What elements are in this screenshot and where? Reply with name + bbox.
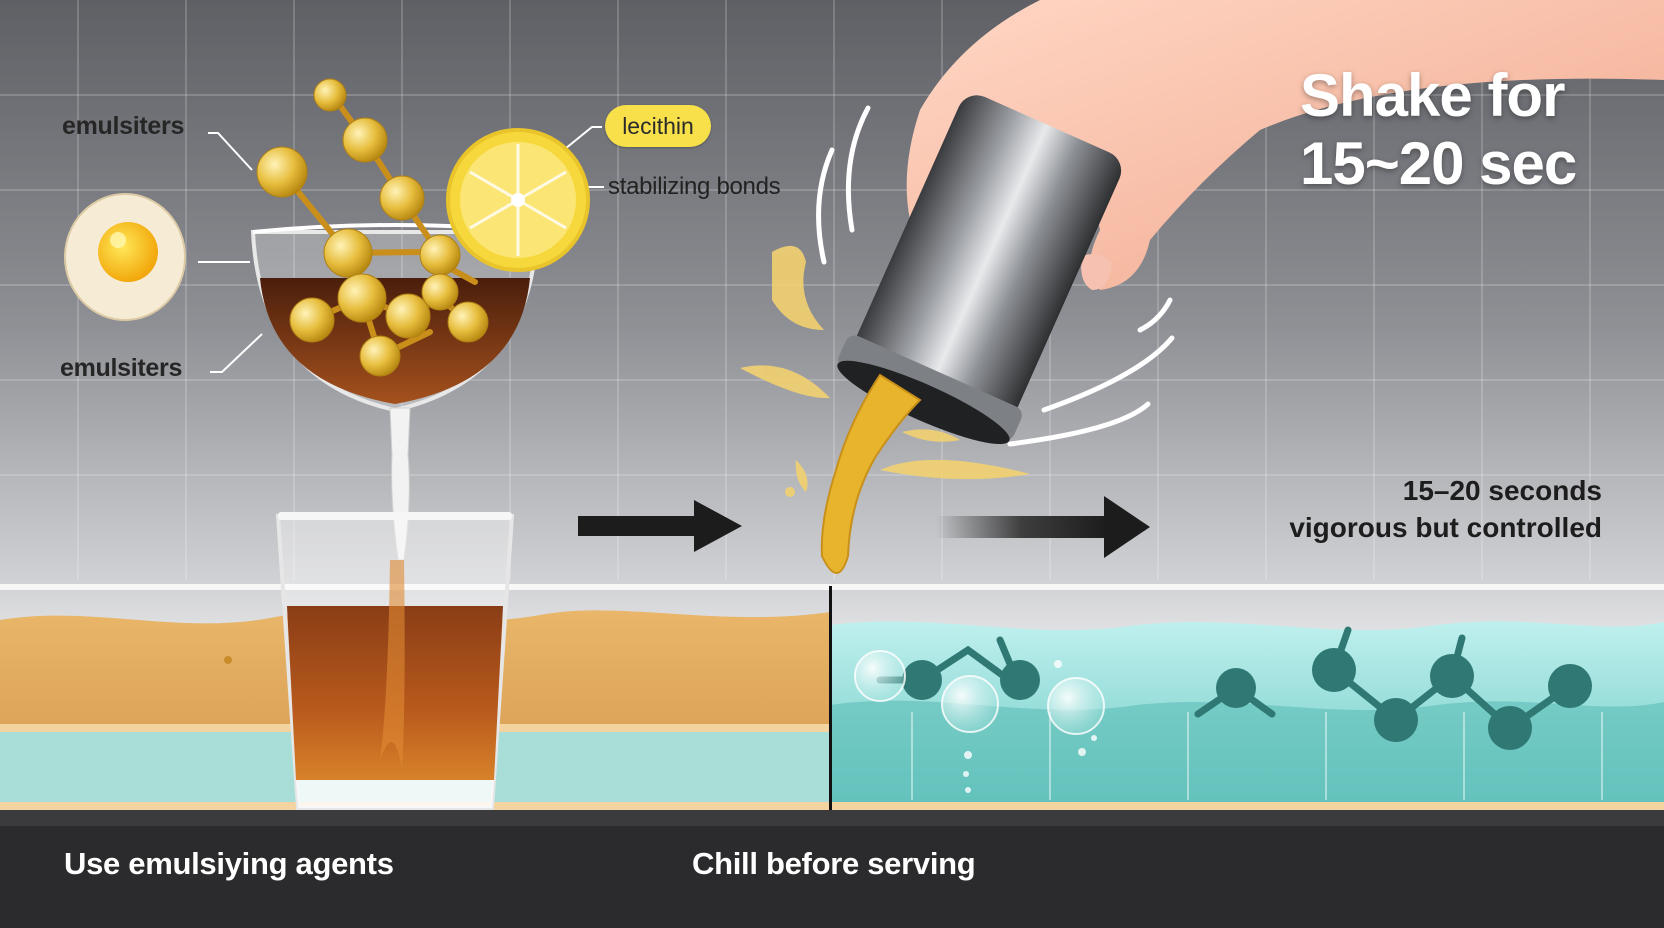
leader-lines [198,126,604,373]
hand-icon [906,0,1664,290]
rocks-glass [275,512,515,810]
label-emulsifiers-top: emulsiters [62,112,185,140]
arrow-right-icon [578,500,742,552]
bubbles [854,650,1105,735]
headline-line-2: 15~20 sec [1300,130,1577,197]
molecule-beads [256,78,489,377]
motion-lines [816,105,1175,447]
shake-note-line-1: 15–20 seconds [1402,475,1602,506]
shake-note-line-2: vigorous but controlled [1289,512,1602,543]
shake-note: 15–20 seconds vigorous but controlled [1289,472,1602,546]
water-band [830,621,1664,810]
caption-emulsifying: Use emulsiying agents [64,846,394,881]
lecithin-badge: lecithin [605,105,711,147]
headline: Shake for 15~20 sec [1300,62,1620,198]
caption-chill: Chill before serving [692,846,976,881]
splashes [740,245,1030,497]
headline-line-1: Shake for [1300,62,1565,129]
lemon-slice-icon [446,128,590,272]
egg-icon [64,193,186,321]
label-emulsifiers-bottom: emulsiters [60,354,183,382]
arrow-right-icon [936,496,1150,558]
lecithin-label: lecithin [622,112,694,139]
label-stabilizing-bonds: stabilizing bonds [608,173,781,200]
